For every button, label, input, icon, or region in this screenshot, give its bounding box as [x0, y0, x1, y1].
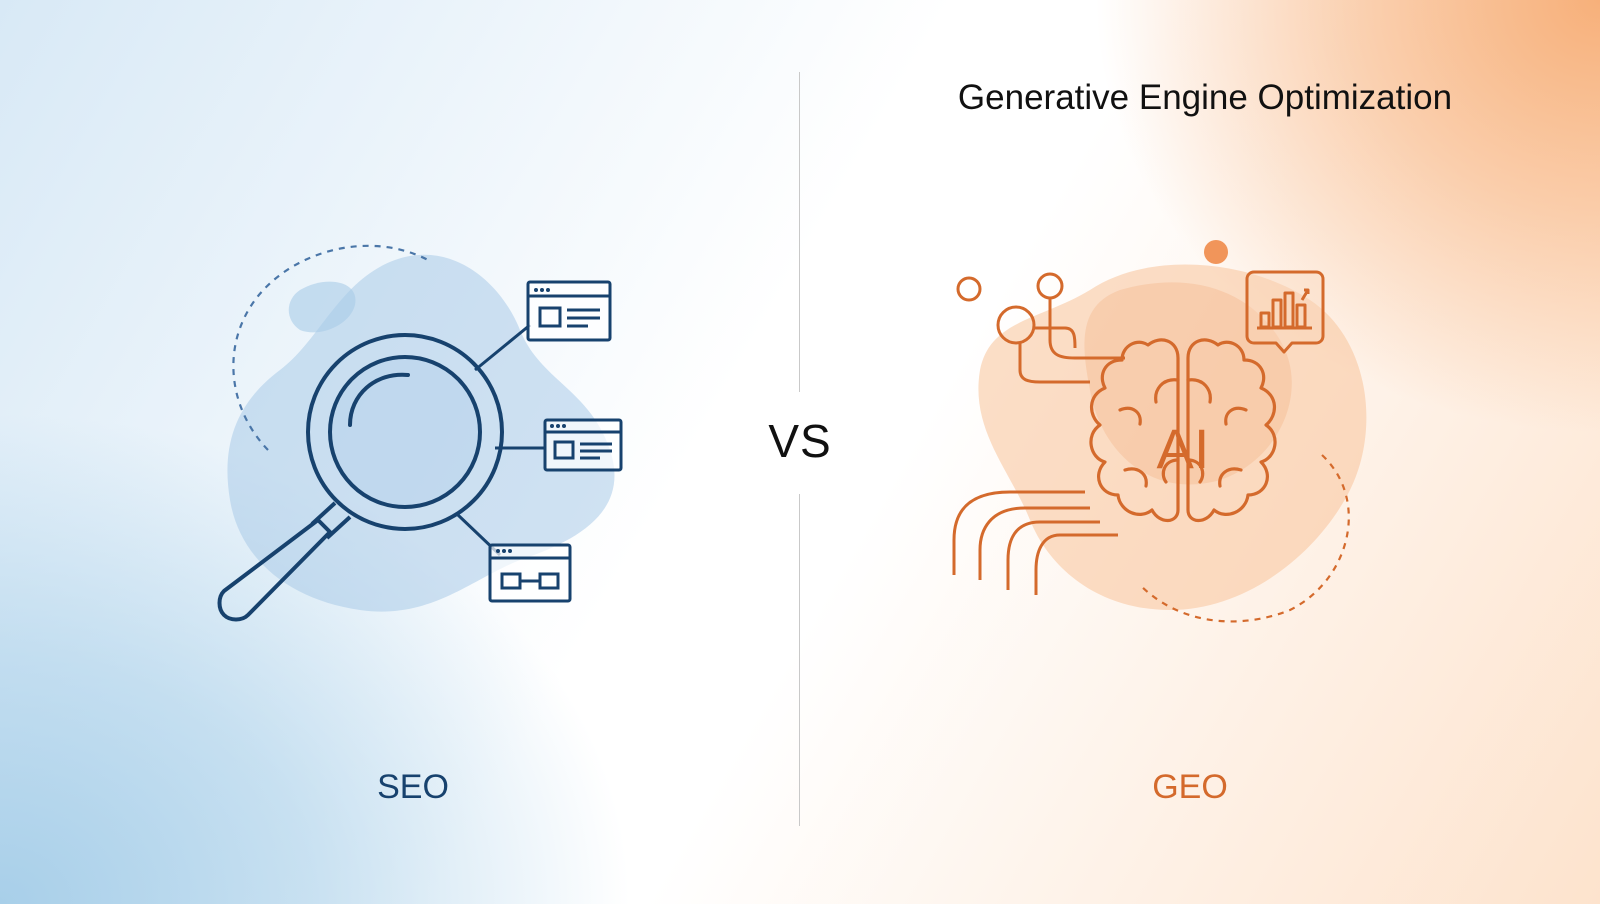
geo-blob — [978, 264, 1367, 610]
divider-bottom — [799, 494, 800, 826]
geo-label: GEO — [1152, 768, 1228, 806]
ai-brain-icon: AI — [952, 240, 1367, 623]
webpage-icon — [543, 418, 623, 472]
webpage-icon — [488, 543, 572, 603]
webpage-icon — [526, 280, 612, 342]
magnifying-glass-icon — [217, 244, 623, 622]
page-title: Generative Engine Optimization — [957, 78, 1453, 117]
seo-label: SEO — [377, 768, 449, 806]
geo-dashed-arc — [1139, 454, 1350, 623]
divider-top — [799, 72, 800, 392]
vs-separator: VS — [768, 415, 832, 467]
seo-dashed-arc — [232, 244, 429, 451]
orange-dot — [1204, 240, 1228, 264]
brain-ai-text: AI — [1157, 417, 1210, 480]
seo-blob-small — [288, 281, 356, 333]
seo-blob — [227, 254, 615, 612]
brain-outline — [1089, 338, 1277, 523]
bar-chart-icon — [1245, 270, 1325, 354]
